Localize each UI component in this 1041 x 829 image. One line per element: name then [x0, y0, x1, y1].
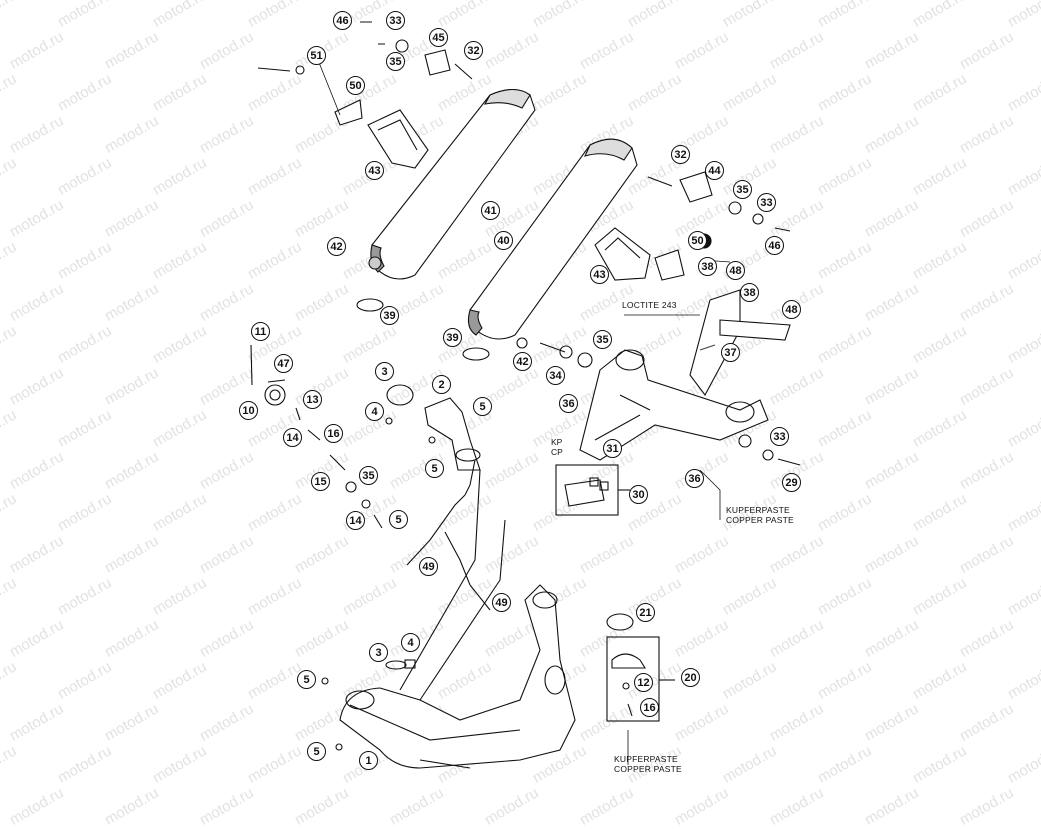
- callout-20[interactable]: 20: [681, 668, 700, 687]
- callout-30[interactable]: 30: [629, 485, 648, 504]
- collector-31: [579, 349, 769, 461]
- watermark-text: motod.ru: [481, 784, 542, 829]
- callout-32-b[interactable]: 32: [671, 145, 690, 164]
- callout-31[interactable]: 31: [603, 439, 622, 458]
- callout-49-a[interactable]: 49: [419, 557, 438, 576]
- header-pipes-1: [321, 469, 576, 769]
- watermark-text: motod.ru: [196, 784, 257, 829]
- copper-paste-note-en-1: COPPER PASTE: [726, 515, 794, 525]
- callout-12[interactable]: 12: [634, 673, 653, 692]
- callout-14-a[interactable]: 14: [283, 428, 302, 447]
- callout-36-a[interactable]: 36: [559, 394, 578, 413]
- callout-4-a[interactable]: 4: [365, 402, 384, 421]
- callout-42-b[interactable]: 42: [513, 352, 532, 371]
- right-bracket-43: [594, 227, 651, 281]
- callout-43-b[interactable]: 43: [590, 265, 609, 284]
- kp-label: KP: [551, 437, 563, 447]
- callout-4-b[interactable]: 4: [401, 633, 420, 652]
- cp-label: CP: [551, 447, 563, 457]
- callout-44[interactable]: 44: [705, 161, 724, 180]
- callout-35-d[interactable]: 35: [359, 466, 378, 485]
- copper-paste-note-de-2: KUPFERPASTE: [614, 754, 678, 764]
- watermark-text: motod.ru: [671, 784, 732, 829]
- callout-36-b[interactable]: 36: [685, 469, 704, 488]
- callout-14-b[interactable]: 14: [346, 511, 365, 530]
- sensor-cap-10: [264, 384, 286, 406]
- callout-33-a[interactable]: 33: [386, 11, 405, 30]
- callout-1[interactable]: 1: [359, 751, 378, 770]
- watermark-text: motod.ru: [956, 784, 1017, 829]
- callout-45[interactable]: 45: [429, 28, 448, 47]
- callout-33-c[interactable]: 33: [770, 427, 789, 446]
- callout-29[interactable]: 29: [782, 473, 801, 492]
- callout-39-b[interactable]: 39: [443, 328, 462, 347]
- loctite-note: LOCTITE 243: [622, 300, 677, 310]
- callout-46-a[interactable]: 46: [333, 11, 352, 30]
- callout-39-a[interactable]: 39: [380, 306, 399, 325]
- callout-13[interactable]: 13: [303, 390, 322, 409]
- copper-paste-note-de-1: KUPFERPASTE: [726, 505, 790, 515]
- callout-5-b[interactable]: 5: [425, 459, 444, 478]
- callout-47[interactable]: 47: [274, 354, 293, 373]
- o-ring-39-left: [356, 298, 384, 312]
- callout-35-b[interactable]: 35: [733, 180, 752, 199]
- callout-41[interactable]: 41: [481, 201, 500, 220]
- callout-16-b[interactable]: 16: [640, 698, 659, 717]
- callout-35-c[interactable]: 35: [593, 330, 612, 349]
- watermark-text: motod.ru: [861, 784, 922, 829]
- callout-5-d[interactable]: 5: [297, 670, 316, 689]
- callout-38-b[interactable]: 38: [740, 283, 759, 302]
- callout-5-e[interactable]: 5: [307, 742, 326, 761]
- parts-line-art: [250, 21, 801, 769]
- callout-5-a[interactable]: 5: [473, 397, 492, 416]
- callout-46-b[interactable]: 46: [765, 236, 784, 255]
- callout-42-a[interactable]: 42: [327, 237, 346, 256]
- callout-48-b[interactable]: 48: [782, 300, 801, 319]
- callout-50-b[interactable]: 50: [688, 231, 707, 250]
- callout-2[interactable]: 2: [432, 375, 451, 394]
- callout-48-a[interactable]: 48: [726, 261, 745, 280]
- callout-33-b[interactable]: 33: [757, 193, 776, 212]
- watermark-text: motod.ru: [386, 784, 447, 829]
- callout-51[interactable]: 51: [307, 46, 326, 65]
- copper-paste-note-en-2: COPPER PASTE: [614, 764, 682, 774]
- callout-15[interactable]: 15: [311, 472, 330, 491]
- callout-37[interactable]: 37: [721, 343, 740, 362]
- callout-32-a[interactable]: 32: [464, 41, 483, 60]
- callout-50-a[interactable]: 50: [346, 76, 365, 95]
- watermark-text: motod.ru: [291, 784, 352, 829]
- callout-3-b[interactable]: 3: [369, 643, 388, 662]
- callout-34[interactable]: 34: [546, 366, 565, 385]
- callout-5-c[interactable]: 5: [389, 510, 408, 529]
- callout-10[interactable]: 10: [239, 401, 258, 420]
- o-ring-39-right: [462, 347, 490, 361]
- watermark-text: motod.ru: [576, 784, 637, 829]
- callout-11[interactable]: 11: [251, 322, 270, 341]
- callout-21[interactable]: 21: [636, 603, 655, 622]
- callout-40[interactable]: 40: [494, 231, 513, 250]
- watermark-text: motod.ru: [766, 784, 827, 829]
- left-muffler: [368, 88, 536, 280]
- callout-49-b[interactable]: 49: [492, 593, 511, 612]
- watermark-text: motod.ru: [6, 784, 67, 829]
- watermark-text: motod.ru: [101, 784, 162, 829]
- callout-35-a[interactable]: 35: [386, 52, 405, 71]
- right-muffler: [467, 138, 638, 340]
- callout-16-a[interactable]: 16: [324, 424, 343, 443]
- callout-3-a[interactable]: 3: [375, 362, 394, 381]
- heat-shield-37: [689, 289, 791, 397]
- left-bracket-43: [367, 109, 429, 169]
- callout-38-a[interactable]: 38: [698, 257, 717, 276]
- callout-43-a[interactable]: 43: [365, 161, 384, 180]
